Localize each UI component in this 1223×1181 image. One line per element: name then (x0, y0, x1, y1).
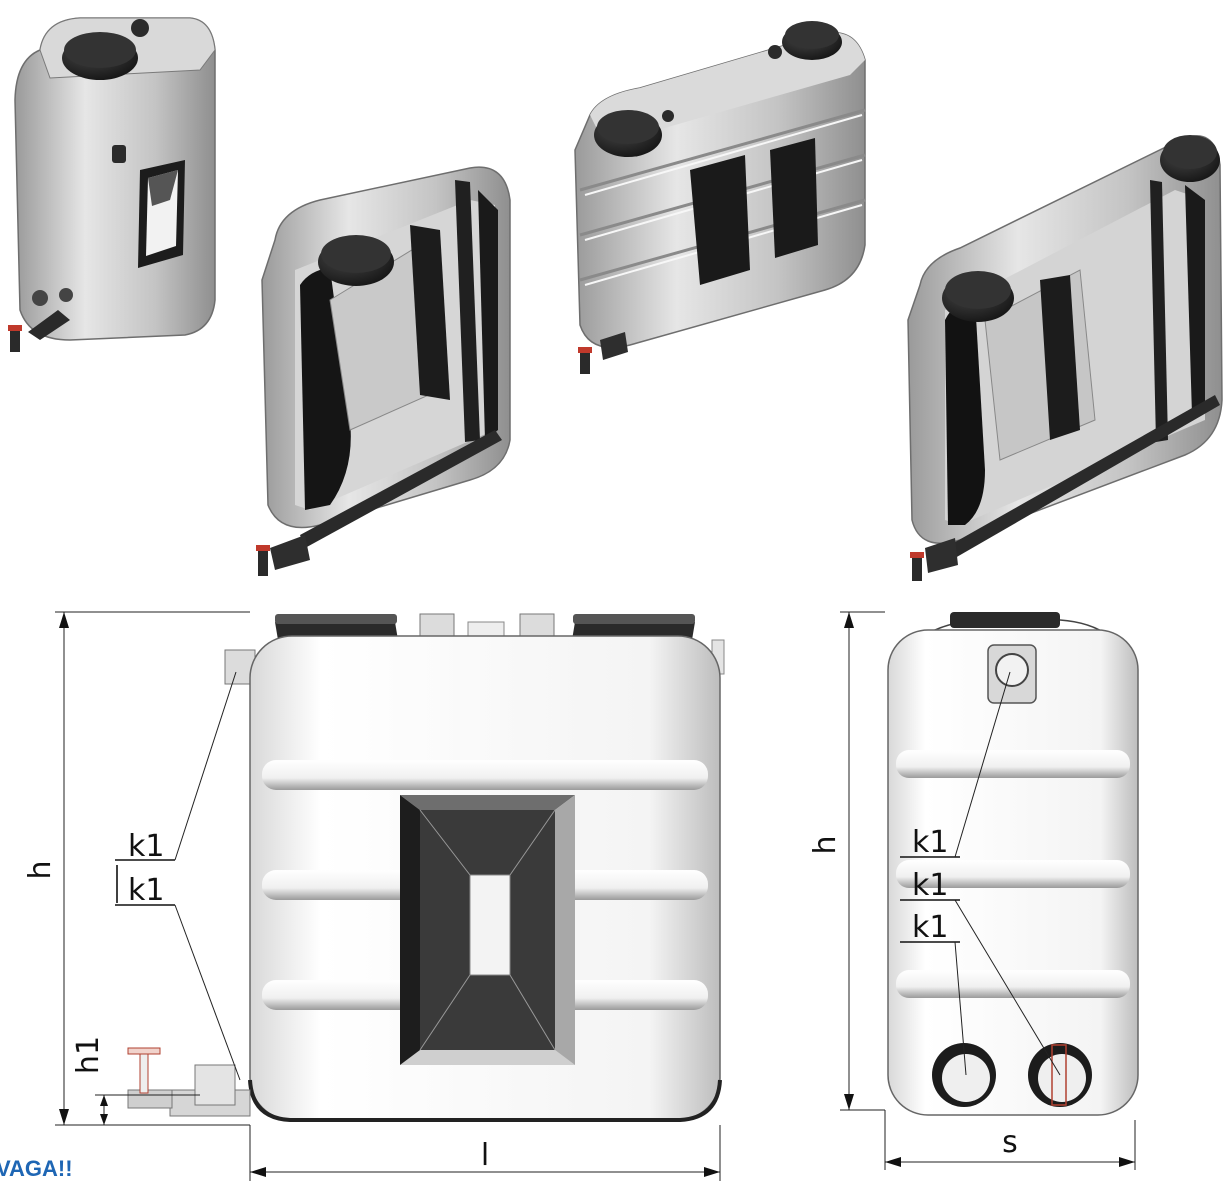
side-width-label: s (1002, 1125, 1018, 1160)
side-k1-a-label: k1 (912, 825, 948, 860)
large-tank-isometric-icon (574, 21, 866, 374)
warning-text: VAGA!! (0, 1156, 73, 1181)
side-width-dimension (884, 1110, 1136, 1170)
front-height-label: h (23, 860, 58, 879)
side-k1-b-label: k1 (912, 868, 948, 903)
front-length-label: l (481, 1138, 489, 1173)
small-tank-cutaway-icon (256, 166, 511, 576)
tank-front-view-icon (127, 613, 725, 1122)
tank-side-view-icon (887, 612, 1139, 1116)
front-length-dimension (249, 1125, 721, 1181)
side-k1-leaders (900, 671, 1061, 1076)
front-h1-label: h1 (71, 1036, 106, 1074)
front-k1-bottom-label: k1 (128, 873, 164, 908)
side-height-label: h (808, 835, 843, 854)
small-tank-isometric-icon (8, 17, 216, 352)
front-height-dimension (55, 611, 250, 1126)
front-k1-top-label: k1 (128, 829, 164, 864)
side-k1-c-label: k1 (912, 910, 948, 945)
front-h1-dimension (95, 1094, 200, 1125)
front-k1-leaders (115, 671, 241, 1081)
side-height-dimension (840, 611, 885, 1111)
large-tank-cutaway-icon (907, 135, 1223, 581)
